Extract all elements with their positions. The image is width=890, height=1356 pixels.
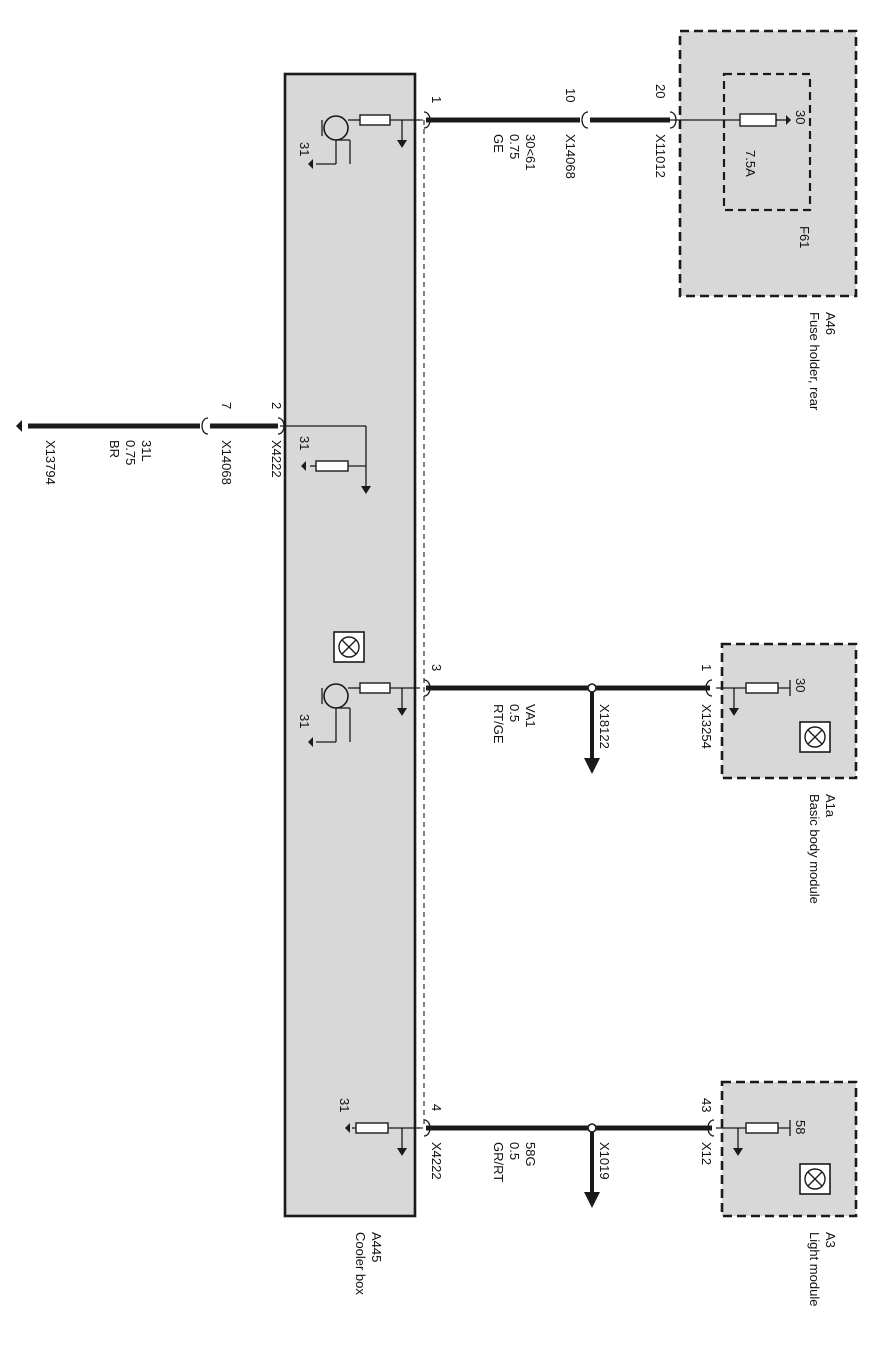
wire2-pin: 2 — [269, 402, 284, 409]
light-module-name: Light module — [807, 1232, 822, 1306]
fuse-terminal-label: 30 — [793, 110, 808, 124]
cooler-pin3-ground-label: 31 — [297, 714, 312, 728]
wire3-end-connector: X13254 — [699, 704, 714, 749]
wire4-end-pin: 43 — [699, 1098, 714, 1112]
wire2-gauge: 0.75 — [123, 440, 138, 465]
fuse-holder-name: Fuse holder, rear — [807, 312, 822, 411]
basic-body-module-id: A1a — [823, 794, 838, 818]
wire4-end-connector: X12 — [699, 1142, 714, 1165]
wire2-connector: X4222 — [269, 440, 284, 478]
fuse-rating-label: 7.5A — [743, 150, 758, 177]
cooler-pin3-circuit — [308, 682, 420, 747]
wire4-pin: 4 — [429, 1104, 444, 1111]
wire-2 — [16, 417, 285, 435]
basic-body-module-name: Basic body module — [807, 794, 822, 904]
wire2-color: BR — [107, 440, 122, 458]
cooler-box-name: Cooler box — [353, 1232, 368, 1295]
light-module-id: A3 — [823, 1232, 838, 1248]
wire1-end-pin: 20 — [653, 84, 668, 98]
light-module-box — [716, 1080, 858, 1218]
wire1-gauge: 0.75 — [507, 134, 522, 159]
wire3-pin: 3 — [429, 664, 444, 671]
wire4-connector: X4222 — [429, 1142, 444, 1180]
wire1-far-connector: X14068 — [563, 134, 578, 179]
wire3-gauge: 0.5 — [507, 704, 522, 722]
wire1-far-pin: 10 — [563, 88, 578, 102]
wire-4 — [423, 1119, 715, 1208]
cooler-pin4-circuit — [345, 1122, 420, 1156]
basic-body-terminal-label: 30 — [793, 678, 808, 692]
wire2-circuit: 31L — [139, 440, 154, 462]
wire3-color: RT/GE — [491, 704, 506, 744]
wire-3 — [423, 679, 713, 774]
basic-body-module-box — [716, 642, 858, 780]
fuse-holder-box — [670, 29, 858, 298]
wire1-end-connector: X11012 — [653, 134, 668, 178]
cooler-pin2-circuit — [280, 425, 371, 494]
wire3-circuit: VA1 — [523, 704, 538, 728]
cooler-box-id: A445 — [369, 1232, 384, 1262]
wire2-far-pin: 7 — [219, 402, 234, 409]
cooler-pin1-circuit — [308, 114, 420, 169]
wire1-pin: 1 — [429, 96, 444, 103]
fuse-id-label: F61 — [797, 226, 812, 248]
cooler-pin2-ground-label: 31 — [297, 436, 312, 450]
wire2-far-connector: X14068 — [219, 440, 234, 485]
wire-1 — [423, 111, 677, 129]
fuse-holder-id: A46 — [823, 312, 838, 335]
wire4-color: GR/RT — [491, 1142, 506, 1182]
wire4-circuit: 58G — [523, 1142, 538, 1167]
wire4-gauge: 0.5 — [507, 1142, 522, 1160]
cooler-pin1-ground-label: 31 — [297, 142, 312, 156]
wire1-color: GE — [491, 134, 506, 153]
wire3-connector: X18122 — [597, 704, 612, 749]
wire2-end-connector: X13794 — [43, 440, 58, 485]
cooler-pin4-ground-label: 31 — [337, 1098, 352, 1112]
wire1-circuit: 30<61 — [523, 134, 538, 171]
cooler-lamp-symbol — [333, 631, 365, 663]
light-module-terminal-label: 58 — [793, 1120, 808, 1134]
wire4-splice-connector: X1019 — [597, 1142, 612, 1180]
wire3-end-pin: 1 — [699, 664, 714, 671]
